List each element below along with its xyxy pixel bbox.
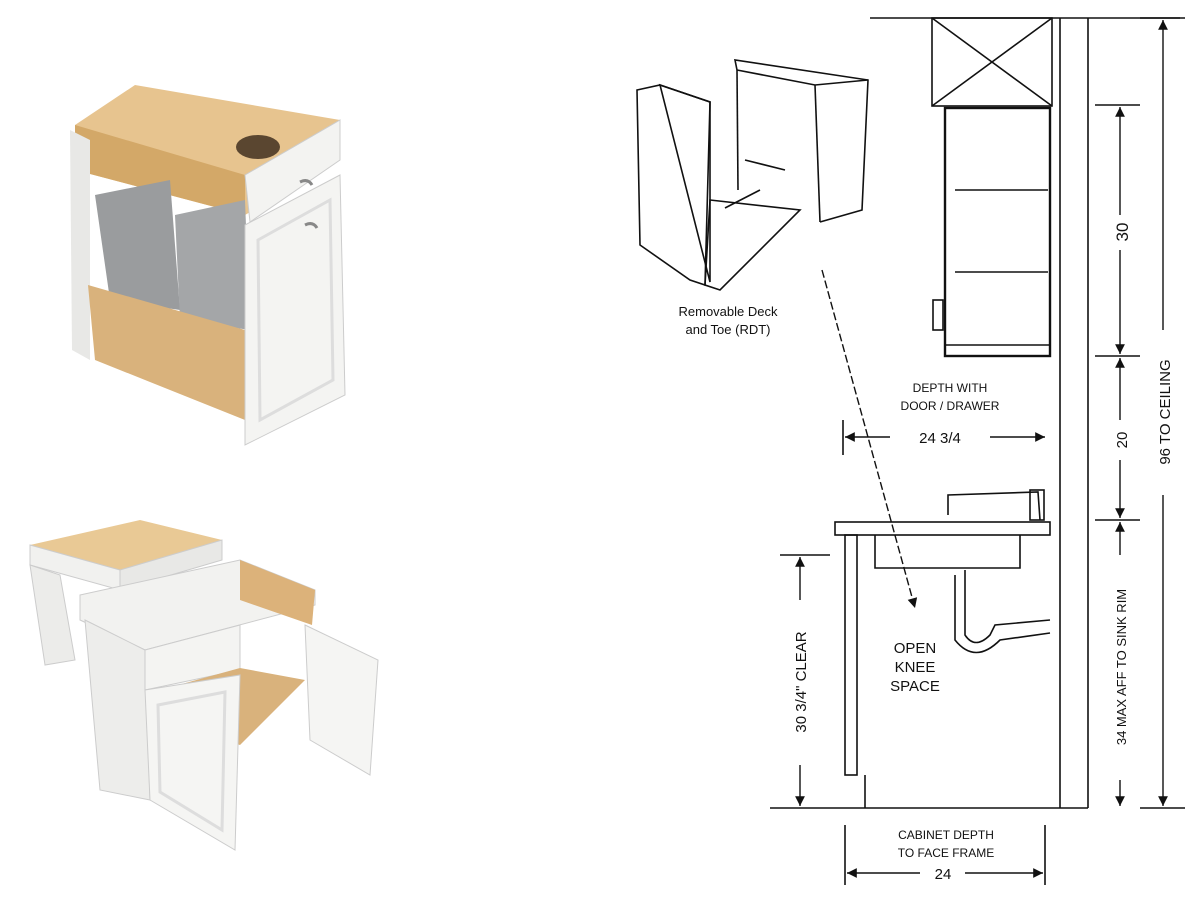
vanity-cabinet-photo xyxy=(29,520,379,851)
sink-rim-height: 34 MAX AFF TO SINK RIM xyxy=(1114,589,1129,745)
rdt-label: Removable Deck xyxy=(679,304,778,319)
cab-depth-label: CABINET DEPTH xyxy=(898,828,994,842)
rdt-exploded-drawing xyxy=(636,59,869,291)
knee-label-2: KNEE xyxy=(895,659,936,676)
depth-label-2: DOOR / DRAWER xyxy=(901,399,1000,413)
knee-label-3: SPACE xyxy=(890,678,940,695)
knee-clear-height: 30 3/4" CLEAR xyxy=(793,631,810,732)
cab-depth-value: 24 xyxy=(935,866,952,883)
trash-pullout-cabinet-photo xyxy=(70,85,346,446)
dimension-lines xyxy=(795,20,1168,878)
counter-gap-height: 20 xyxy=(1114,432,1131,449)
cab-depth-label-2: TO FACE FRAME xyxy=(898,846,994,860)
depth-label: DEPTH WITH xyxy=(913,381,988,395)
wall-cab-height: 30 xyxy=(1113,223,1132,242)
knee-label-1: OPEN xyxy=(894,640,937,657)
elevation-drawing xyxy=(770,17,1185,885)
rdt-label-2: and Toe (RDT) xyxy=(685,322,770,337)
depth-value: 24 3/4 xyxy=(919,430,961,447)
ceiling-height: 96 TO CEILING xyxy=(1157,359,1174,464)
